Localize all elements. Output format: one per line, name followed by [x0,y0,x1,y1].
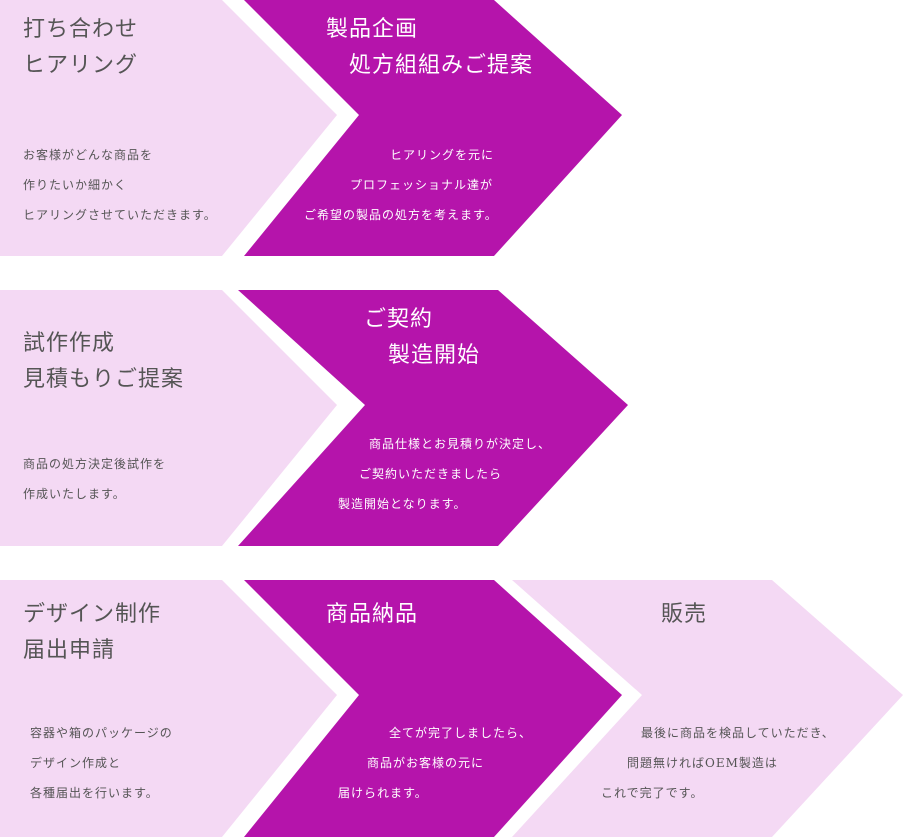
step-title-line: ヒアリング [23,53,139,78]
step-title-line: 製造開始 [388,343,481,368]
step-desc-line: 問題無ければOEM製造は [627,756,778,770]
step-1-chevron [0,0,337,256]
step-7-chevron [512,580,903,837]
step-title-line: 試作作成 [23,331,116,356]
step-desc-line: デザイン作成と [30,756,122,770]
step-description: 全てが完了しましたら、 商品がお客様の元に 届けられます。 [338,718,532,808]
step-title: 試作作成 見積もりご提案 [23,326,184,398]
step-desc-line: 容器や箱のパッケージの [30,726,173,740]
step-description: お客様がどんな商品を 作りたいか細かく ヒアリングさせていただきます。 [23,140,217,230]
step-desc-line: ご希望の製品の処方を考えます。 [304,208,498,222]
step-desc-line: プロフェッショナル達が [350,178,494,192]
step-desc-line: 作りたいか細かく [23,178,128,192]
step-description: 商品仕様とお見積りが決定し、 ご契約いただきましたら 製造開始となります。 [338,429,551,519]
step-desc-line: 届けられます。 [338,786,428,800]
step-title: 商品納品 [326,597,418,633]
step-description: 容器や箱のパッケージの デザイン作成と 各種届出を行います。 [30,718,173,808]
step-3-chevron [0,290,337,546]
step-desc-line: ヒアリングを元に [390,148,495,162]
step-desc-line: 商品の処方決定後試作を [23,457,167,471]
step-desc-line: 商品がお客様の元に [367,756,485,770]
step-description: 商品の処方決定後試作を 作成いたします。 [23,449,166,509]
step-desc-line: 各種届出を行います。 [30,786,159,800]
step-description: 最後に商品を検品していただき、 問題無ければOEM製造は これで完了です。 [601,718,835,808]
step-title-line: 打ち合わせ [23,17,139,42]
step-5-chevron [0,580,337,837]
step-title-line: 処方組組みご提案 [349,53,534,78]
step-title-line: 販売 [661,602,708,627]
step-6-chevron [244,580,622,837]
step-desc-line: 最後に商品を検品していただき、 [641,726,835,740]
step-title-line: 商品納品 [326,602,419,627]
step-title: ご契約 製造開始 [364,302,480,374]
step-title-line: 届出申請 [23,638,116,663]
step-desc-line: お客様がどんな商品を [23,148,154,162]
step-desc-line: これで完了です。 [601,786,704,800]
step-desc-line: 製造開始となります。 [338,497,467,511]
step-4-chevron [238,290,628,546]
step-title: 製品企画 処方組組みご提案 [326,12,533,84]
step-title-line: ご契約 [364,307,434,332]
step-desc-line: ヒアリングさせていただきます。 [23,208,217,222]
step-title-line: 見積もりご提案 [23,367,185,392]
step-title-line: 製品企画 [326,17,419,42]
step-title: 販売 [661,597,707,633]
step-title: 打ち合わせ ヒアリング [23,12,138,84]
step-description: ヒアリングを元に プロフェッショナル達が ご希望の製品の処方を考えます。 [304,140,498,230]
step-title: デザイン制作 届出申請 [23,597,161,669]
step-desc-line: 商品仕様とお見積りが決定し、 [369,437,552,451]
step-title-line: デザイン制作 [23,602,162,627]
step-desc-line: ご契約いただきましたら [359,467,503,481]
step-2-chevron [244,0,622,256]
step-desc-line: 全てが完了しましたら、 [389,726,533,740]
step-desc-line: 作成いたします。 [23,487,126,501]
